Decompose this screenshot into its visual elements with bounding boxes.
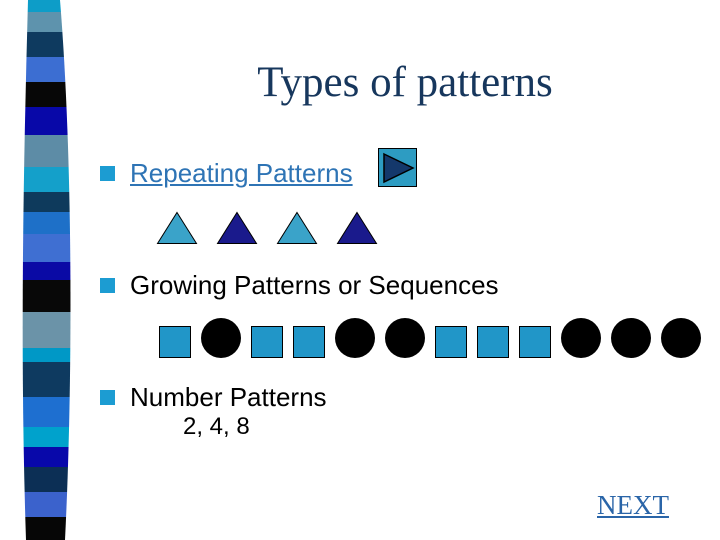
pattern-square: [293, 326, 325, 358]
pattern-square: [477, 326, 509, 358]
pattern-triangle: [216, 211, 258, 244]
growing-pattern-row: [159, 318, 701, 358]
pattern-circle: [611, 318, 651, 358]
number-patterns-label: Number Patterns: [130, 382, 327, 412]
pattern-circle: [385, 318, 425, 358]
bullet-item-repeating-patterns: Repeating Patterns: [100, 157, 353, 189]
repeating-pattern-row: [156, 211, 378, 245]
pattern-square: [251, 326, 283, 358]
page-title: Types of patterns: [257, 59, 553, 106]
pattern-circle: [661, 318, 701, 358]
growing-patterns-label: Growing Patterns or Sequences: [130, 270, 499, 300]
bullet-item-growing-patterns: Growing Patterns or Sequences: [100, 269, 499, 301]
pattern-circle: [201, 318, 241, 358]
bullet-square-icon: [100, 278, 115, 293]
play-button[interactable]: [378, 148, 417, 187]
pattern-square: [435, 326, 467, 358]
decorative-ribbon: [22, 0, 71, 540]
bullet-item-number-patterns: Number Patterns: [100, 381, 327, 413]
play-triangle-icon: [382, 152, 415, 183]
pattern-circle: [335, 318, 375, 358]
repeating-patterns-link[interactable]: Repeating Patterns: [130, 158, 353, 188]
pattern-square: [159, 326, 191, 358]
pattern-triangle: [336, 211, 378, 244]
pattern-square: [519, 326, 551, 358]
pattern-triangle: [156, 211, 198, 244]
bullet-square-icon: [100, 166, 115, 181]
bullet-square-icon: [100, 390, 115, 405]
number-pattern-example: 2, 4, 8: [183, 413, 250, 440]
next-link[interactable]: NEXT: [597, 490, 669, 520]
pattern-triangle: [276, 211, 318, 244]
pattern-circle: [561, 318, 601, 358]
